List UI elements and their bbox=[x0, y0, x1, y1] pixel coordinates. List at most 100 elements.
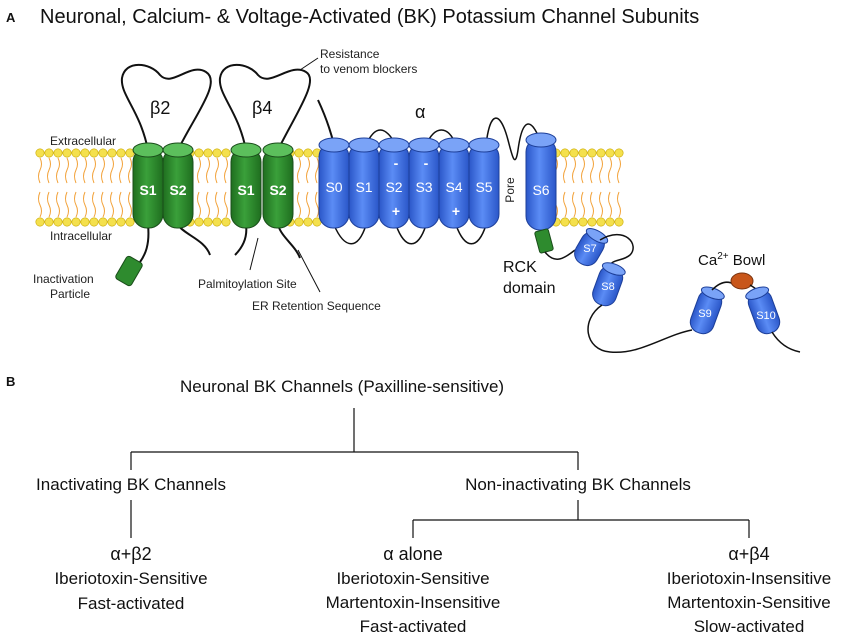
leaf3-line1: Iberiotoxin-Insensitive bbox=[667, 569, 831, 588]
lipid-tail bbox=[206, 157, 210, 184]
lipid-head bbox=[587, 217, 597, 227]
alpha-s3-label: S3 bbox=[415, 179, 432, 195]
lipid-head bbox=[98, 217, 108, 227]
lipid-tail bbox=[197, 191, 201, 218]
resistance-label-2: to venom blockers bbox=[320, 62, 417, 76]
beta2-s2-label: S2 bbox=[169, 182, 186, 198]
lipid-tail bbox=[92, 157, 96, 184]
lipid-head bbox=[605, 148, 615, 158]
beta2-c-terminus bbox=[177, 224, 211, 256]
inactivation-label-2: Particle bbox=[50, 287, 90, 301]
lipid-head bbox=[614, 148, 624, 158]
beta4-s1-label: S1 bbox=[237, 182, 254, 198]
lipid-head bbox=[587, 148, 597, 158]
lipid-tail bbox=[206, 191, 210, 218]
lipid-tail bbox=[38, 191, 42, 218]
er-retention-label: ER Retention Sequence bbox=[252, 299, 381, 313]
s3-minus: - bbox=[424, 155, 429, 171]
alpha-s5-label: S5 bbox=[475, 179, 492, 195]
tree-root: Neuronal BK Channels (Paxilline-sensitiv… bbox=[180, 377, 504, 396]
lipid-head bbox=[80, 217, 90, 227]
lipid-tail bbox=[224, 191, 228, 218]
s4-plus: + bbox=[452, 203, 460, 219]
leaf2-line2: Martentoxin-Insensitive bbox=[326, 593, 501, 612]
lipid-tail bbox=[215, 191, 219, 218]
lipid-head bbox=[203, 148, 213, 158]
alpha-s5-cap bbox=[468, 137, 500, 153]
beta4-s2-cap bbox=[262, 142, 294, 158]
beta2-n-terminus bbox=[139, 224, 150, 263]
lipid-tail bbox=[572, 191, 576, 218]
s7-label: S7 bbox=[583, 243, 596, 255]
lipid-head bbox=[560, 217, 570, 227]
lipid-tail bbox=[590, 191, 594, 218]
lipid-tail bbox=[38, 157, 42, 184]
s10-helix bbox=[745, 286, 781, 335]
lipid-head bbox=[62, 217, 72, 227]
loop-s4-s5 bbox=[455, 224, 487, 245]
lipid-head bbox=[98, 148, 108, 158]
lipid-head bbox=[578, 217, 588, 227]
lipid-head bbox=[605, 217, 615, 227]
lipid-head bbox=[194, 148, 204, 158]
lipid-tail bbox=[224, 157, 228, 184]
lipid-tail bbox=[563, 157, 567, 184]
lipid-tail bbox=[297, 157, 301, 184]
alpha-s4-label: S4 bbox=[445, 179, 462, 195]
lipid-tail bbox=[101, 191, 105, 218]
beta2-extracellular-loop bbox=[120, 63, 212, 151]
lipid-head bbox=[44, 217, 54, 227]
lipid-tail bbox=[306, 157, 310, 184]
lipid-head bbox=[80, 148, 90, 158]
lipid-tail bbox=[581, 191, 585, 218]
lipid-tail bbox=[581, 157, 585, 184]
leaf2-name: α alone bbox=[383, 544, 442, 564]
alpha-s0-cap bbox=[318, 137, 350, 153]
leaf1-line2: Fast-activated bbox=[78, 594, 185, 613]
leaf2-line1: Iberiotoxin-Sensitive bbox=[336, 569, 489, 588]
lipid-bilayer bbox=[35, 148, 624, 227]
beta2-s1-label: S1 bbox=[139, 182, 156, 198]
beta4-s1-cap bbox=[230, 142, 262, 158]
panel-a-label: A bbox=[6, 10, 16, 25]
lipid-head bbox=[303, 217, 313, 227]
tree-connectors bbox=[130, 408, 750, 538]
lipid-head bbox=[212, 148, 222, 158]
calcium-bowl-label: Ca2+ Bowl bbox=[698, 251, 765, 269]
lipid-tail bbox=[599, 157, 603, 184]
lipid-head bbox=[116, 217, 126, 227]
s8-s9-linker bbox=[587, 304, 693, 353]
s9-label: S9 bbox=[698, 308, 711, 320]
lipid-tail bbox=[92, 191, 96, 218]
loop-s0-s1 bbox=[333, 224, 367, 245]
lipid-head bbox=[71, 148, 81, 158]
lipid-tail bbox=[56, 191, 60, 218]
s2-minus: - bbox=[394, 155, 399, 171]
intracellular-label: Intracellular bbox=[50, 229, 112, 243]
palmitoylation-pointer bbox=[249, 237, 259, 271]
lipid-head bbox=[294, 217, 304, 227]
pore-label: Pore bbox=[503, 177, 517, 203]
lipid-head bbox=[203, 217, 213, 227]
lipid-head bbox=[116, 148, 126, 158]
inactivation-label-1: Inactivation bbox=[33, 272, 94, 286]
lipid-tail bbox=[599, 191, 603, 218]
lipid-tail bbox=[47, 191, 51, 218]
leaf3-name: α+β4 bbox=[728, 544, 769, 564]
lipid-tail bbox=[617, 157, 621, 184]
lipid-tail bbox=[608, 157, 612, 184]
s9-helix bbox=[689, 286, 725, 335]
lipid-head bbox=[71, 217, 81, 227]
alpha-s1-label: S1 bbox=[355, 179, 372, 195]
palmitoylation-label: Palmitoylation Site bbox=[198, 277, 297, 291]
lipid-head bbox=[44, 148, 54, 158]
panel-b-label: B bbox=[6, 374, 15, 389]
lipid-head bbox=[89, 217, 99, 227]
resistance-pointer bbox=[299, 57, 319, 71]
lipid-tail bbox=[119, 191, 123, 218]
lipid-tail bbox=[315, 191, 319, 218]
lipid-head bbox=[35, 217, 45, 227]
